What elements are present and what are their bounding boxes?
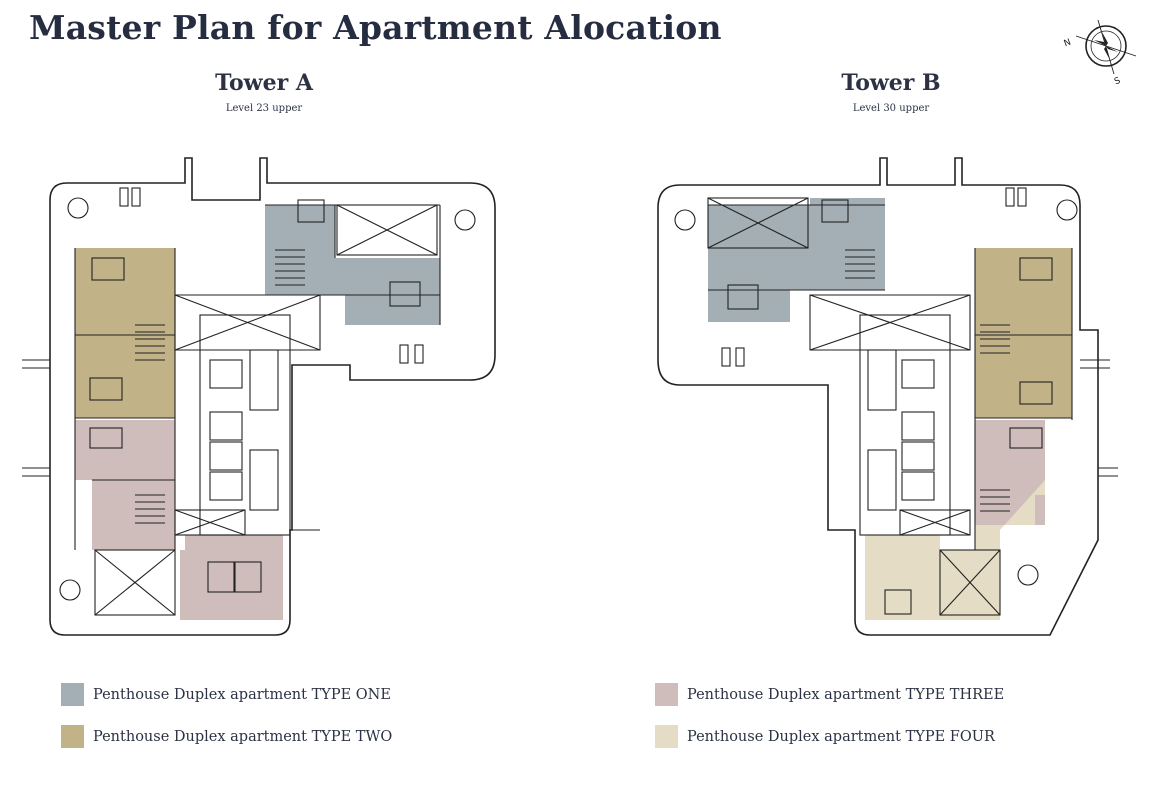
legend-item-type-two: Penthouse Duplex apartment TYPE TWO: [61, 725, 392, 748]
compass-mark-s: S: [1113, 76, 1122, 87]
legend-label-type-three: Penthouse Duplex apartment TYPE THREE: [687, 686, 1005, 703]
tower-a-type-one-area: [265, 205, 440, 325]
compass-rose-icon: N S: [1063, 19, 1137, 87]
page-title: Master Plan for Apartment Alocation: [29, 8, 722, 47]
compass-mark-n: N: [1063, 38, 1073, 50]
legend-label-type-one: Penthouse Duplex apartment TYPE ONE: [93, 686, 391, 703]
tower-b-level: Level 30 upper: [852, 103, 930, 114]
legend-item-type-four: Penthouse Duplex apartment TYPE FOUR: [655, 725, 995, 748]
legend-label-type-two: Penthouse Duplex apartment TYPE TWO: [93, 728, 393, 745]
tower-b-type-three-area: [975, 420, 1045, 525]
legend-swatch-type-one: [61, 683, 84, 706]
tower-a-type-three-area: [75, 420, 283, 620]
legend-swatch-type-two: [61, 725, 84, 748]
tower-a-level: Level 23 upper: [225, 103, 303, 114]
legend-swatch-type-three: [655, 683, 678, 706]
legend-item-type-one: Penthouse Duplex apartment TYPE ONE: [61, 683, 391, 706]
tower-b-title: Tower B: [841, 70, 941, 96]
tower-a-floor-plan: [22, 157, 496, 636]
legend-item-type-three: Penthouse Duplex apartment TYPE THREE: [655, 683, 1004, 706]
tower-a-title: Tower A: [215, 70, 313, 96]
legend-label-type-four: Penthouse Duplex apartment TYPE FOUR: [687, 728, 995, 745]
tower-b-type-one-area: [708, 198, 885, 322]
tower-a-type-two-area: [75, 248, 175, 418]
tower-b-floor-plan: [657, 157, 1118, 636]
tower-b-type-two-area: [975, 248, 1072, 418]
legend-swatch-type-four: [655, 725, 678, 748]
